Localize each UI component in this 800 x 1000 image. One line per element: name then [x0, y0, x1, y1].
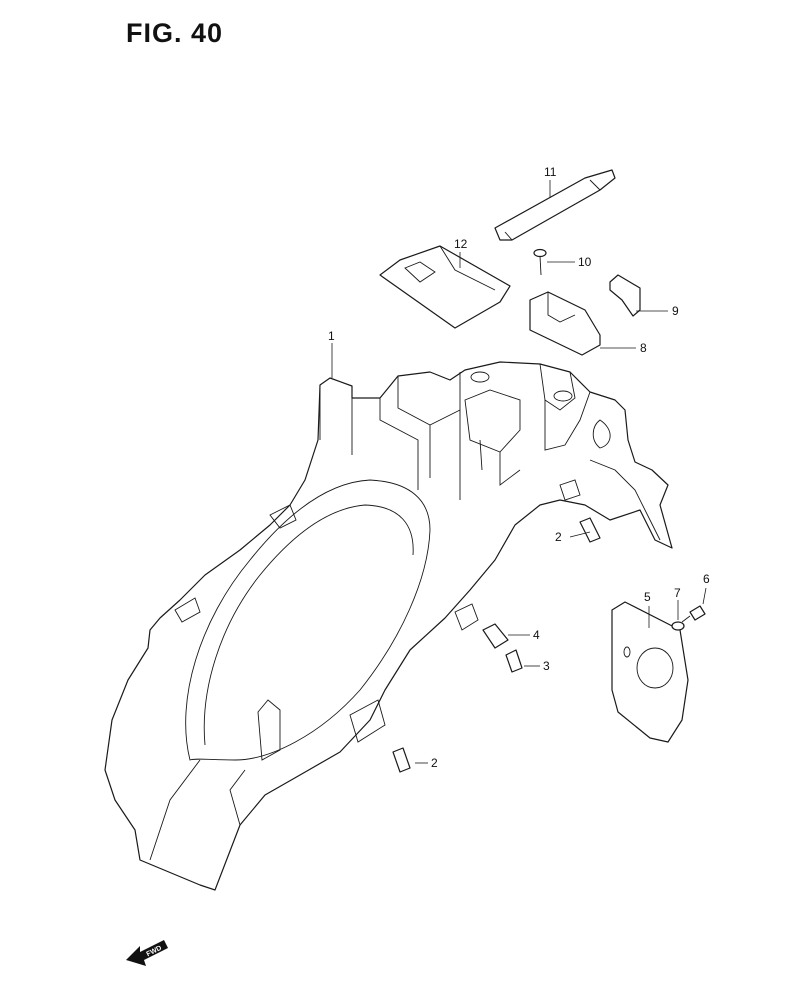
screw-part-3	[505, 649, 523, 673]
bracket-part-8	[529, 291, 601, 356]
fwd-arrow-icon: FWD	[126, 940, 168, 966]
strap-part-11	[494, 169, 616, 241]
plate-part-5	[611, 601, 689, 743]
callout-9: 9	[672, 304, 679, 318]
callout-3: 3	[543, 659, 550, 673]
callout-1: 1	[328, 329, 335, 343]
bolt-part-2-lower	[392, 747, 411, 773]
callout-labels: 1 2 2 3 4 5 6 7 8 9 10 11 12	[328, 165, 710, 770]
clip-nut-part-4	[482, 623, 509, 649]
tool-bag-part-12	[379, 245, 511, 329]
callout-5: 5	[644, 590, 651, 604]
figure-title: FIG. 40	[126, 18, 224, 48]
clip-part-9	[609, 274, 641, 317]
callout-4: 4	[533, 628, 540, 642]
fwd-label: FWD	[146, 945, 163, 958]
callout-6: 6	[703, 572, 710, 586]
callout-12: 12	[454, 237, 468, 251]
callout-8: 8	[640, 341, 647, 355]
callout-2-upper: 2	[555, 530, 562, 544]
callout-2-lower: 2	[431, 756, 438, 770]
callout-10: 10	[578, 255, 592, 269]
leader-lines	[331, 180, 707, 764]
callout-7: 7	[674, 586, 681, 600]
screw-part-10	[533, 248, 547, 276]
rear-fender-part-1	[104, 361, 673, 891]
callout-11: 11	[544, 165, 557, 179]
bolt-part-2-upper	[579, 517, 601, 543]
bolt-part-6	[681, 605, 706, 623]
washer-part-7	[671, 621, 685, 631]
